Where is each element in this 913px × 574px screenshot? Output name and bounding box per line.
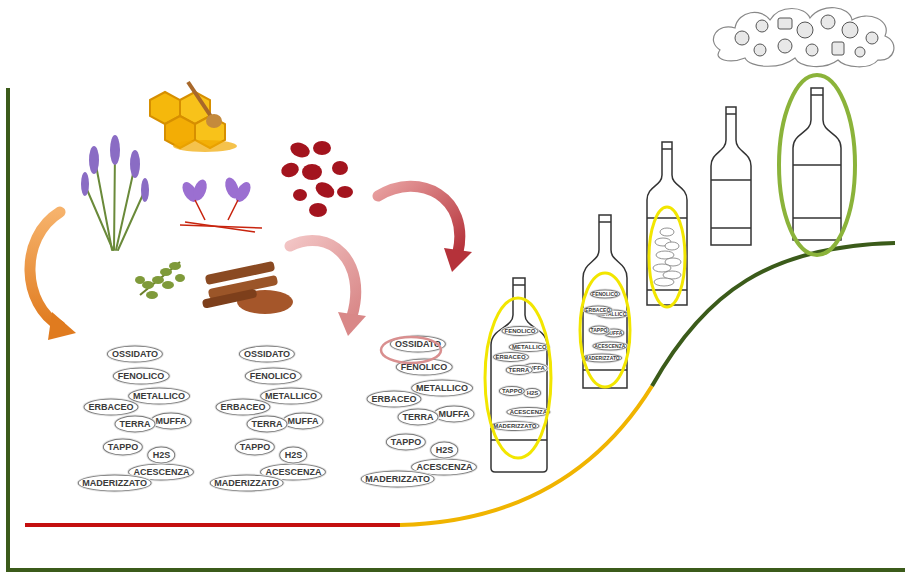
aroma-cloud xyxy=(713,8,894,67)
cloud-word: TAPPO xyxy=(235,438,275,455)
cloud-word: MADERIZZATO xyxy=(209,474,284,491)
cinnamon-image xyxy=(202,261,293,314)
cloud-word: MADERIZZATO xyxy=(360,470,435,487)
cloud-tree: ACESCENZAMADERIZZATOH2STAPPOMUFFATERRAME… xyxy=(207,343,327,498)
rose-petals-image xyxy=(279,140,353,217)
lavender-image xyxy=(81,135,149,250)
curve-red xyxy=(25,523,400,527)
cloud-word: MADERIZZATO xyxy=(77,474,152,491)
cloud-word: TERRA xyxy=(247,415,288,432)
cloud-word: METALLICO xyxy=(260,387,322,404)
cloud-word: FENOLICO xyxy=(245,367,302,384)
cloud-word: FENOLICO xyxy=(396,359,453,376)
cloud-word: ERBACEO xyxy=(366,391,421,408)
axis xyxy=(8,88,905,570)
wine-bottle xyxy=(491,278,547,472)
cloud-word: MADERIZZATO xyxy=(582,354,622,363)
highlight-circle xyxy=(580,273,630,387)
flow-arrow xyxy=(30,212,60,326)
cloud-word: H2S xyxy=(148,446,176,463)
flow-arrow xyxy=(378,186,460,252)
highlight-circle xyxy=(381,337,441,363)
cloud-word: OSSIDATO xyxy=(239,345,295,362)
cloud-word: TAPPO xyxy=(386,433,426,450)
wine-bottle xyxy=(647,142,687,305)
curve-green xyxy=(652,243,895,386)
cloud-word: ERBACEO xyxy=(83,398,138,415)
cloud-word: MADERIZZATO xyxy=(490,421,539,431)
wine-bottle xyxy=(711,107,751,245)
cloud-word: MUFFA xyxy=(434,406,475,423)
cloud-word: ACESCENZA xyxy=(507,407,550,417)
cloud-word: OSSIDATO xyxy=(107,345,163,362)
flow-arrow xyxy=(290,240,356,316)
cloud-word: METALLICO xyxy=(128,387,190,404)
cloud-word: H2S xyxy=(280,446,308,463)
saffron-image xyxy=(179,176,262,232)
cloud-tree: ACESCENZAMADERIZZATOH2STAPPOMUFFATERRAME… xyxy=(494,322,546,437)
cloud-word: FENOLICO xyxy=(113,367,170,384)
cloud-word: H2S xyxy=(524,388,542,398)
cloud-word: ERBACEO xyxy=(583,306,612,315)
cloud-tree: ACESCENZAMADERIZZATOH2STAPPOMUFFATERRAME… xyxy=(358,333,478,495)
cloud-word: ACESCENZA xyxy=(592,341,627,350)
wine-bottle xyxy=(793,88,841,240)
cloud-word: TAPPO xyxy=(499,386,525,396)
cloud-word: OSSIDATO xyxy=(390,336,446,353)
cloud-tree: ACESCENZAMADERIZZATOH2STAPPOMUFFATERRAME… xyxy=(75,343,195,498)
cloud-word: TERRA xyxy=(115,415,156,432)
arrow-head xyxy=(338,312,366,336)
cloud-word: ERBACEO xyxy=(215,398,270,415)
cloud-word: MUFFA xyxy=(151,412,192,429)
cloud-word: FENOLICO xyxy=(502,326,539,336)
highlight-circle xyxy=(485,298,551,458)
thyme-image xyxy=(135,262,185,299)
cloud-word: TAPPO xyxy=(103,438,143,455)
cloud-word: METALLICO xyxy=(411,380,473,397)
cloud-word: H2S xyxy=(431,441,459,458)
arrow-head xyxy=(48,312,76,340)
cloud-word: TERRA xyxy=(506,365,533,375)
highlight-circle xyxy=(649,207,685,307)
cloud-word: TAPPO xyxy=(589,325,610,334)
cloud-tree: ACESCENZAMADERIZZATOMUFFATAPPOMETALLICOE… xyxy=(585,288,625,368)
cloud-word: MUFFA xyxy=(283,412,324,429)
arrow-head xyxy=(444,248,472,272)
small-cloud-tree xyxy=(653,228,681,286)
highlight-circle xyxy=(779,75,855,255)
cloud-word: ERBACEO xyxy=(493,352,529,362)
cloud-word: TERRA xyxy=(398,409,439,426)
honey-image xyxy=(150,82,237,152)
cloud-word: FENOLICO xyxy=(590,290,620,299)
